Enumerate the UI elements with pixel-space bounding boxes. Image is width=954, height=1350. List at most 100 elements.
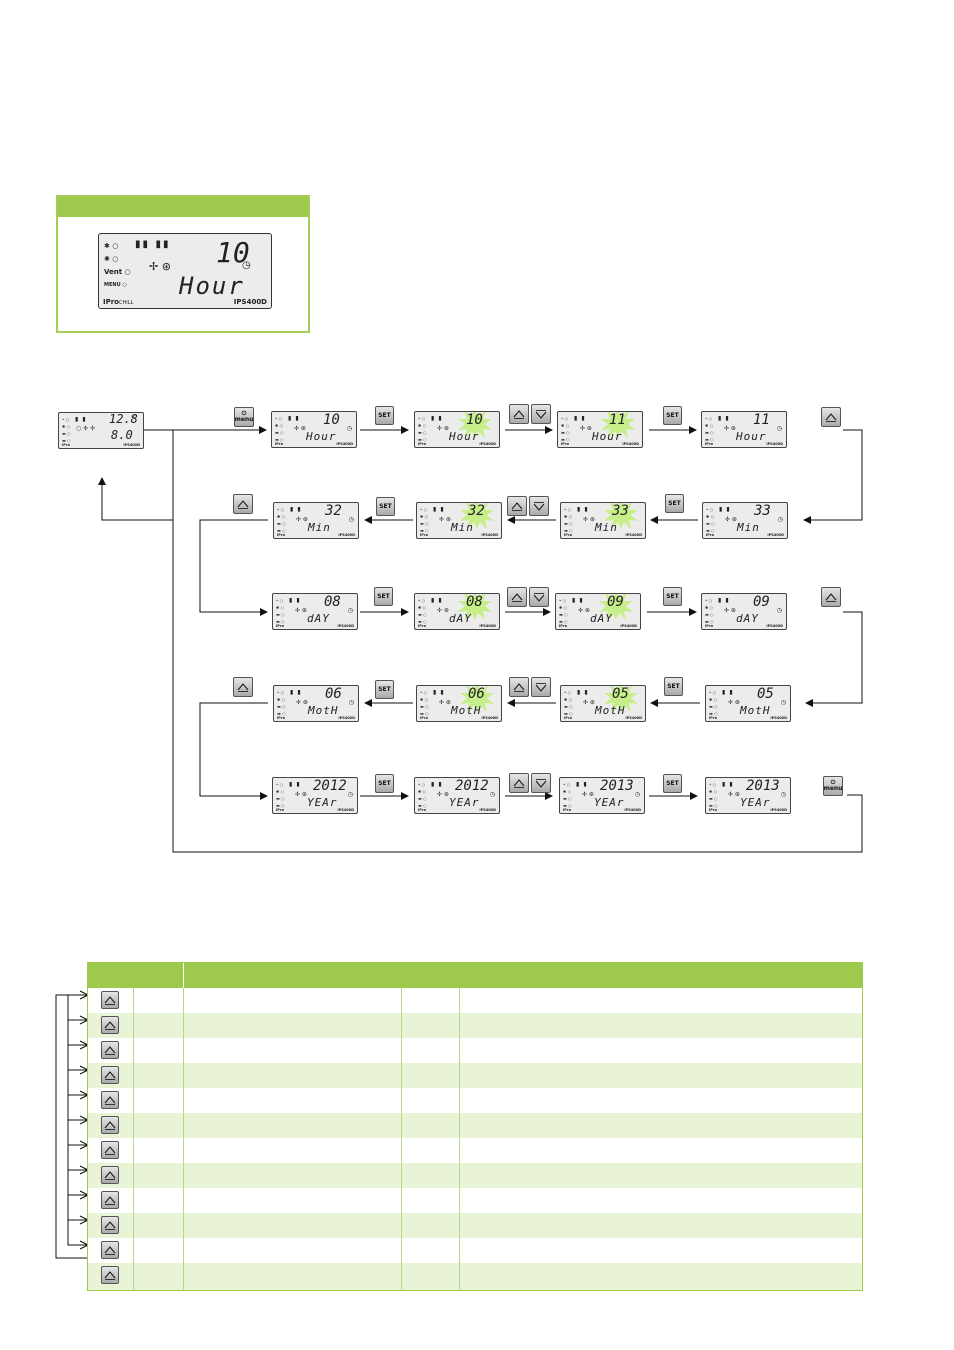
down-arrow-icon <box>533 501 545 511</box>
up-button[interactable] <box>101 1191 119 1209</box>
lcd-value: 32 <box>468 503 485 519</box>
lcd-unit: MotH <box>595 704 626 717</box>
lcd-value: 08 <box>466 594 483 610</box>
up-arrow-icon <box>104 995 116 1005</box>
lcd-unit: Hour <box>736 430 767 443</box>
set-button[interactable]: SET <box>663 406 682 425</box>
lcd-value: 2012 <box>455 778 489 794</box>
down-button[interactable] <box>529 496 549 516</box>
door-icons: ▮▮ ▮▮ <box>135 239 171 250</box>
lcd-unit: MotH <box>308 704 339 717</box>
up-arrow-icon <box>104 1145 116 1155</box>
up-button[interactable] <box>507 496 527 516</box>
up-button[interactable] <box>101 1016 119 1034</box>
set-button[interactable]: SET <box>375 406 394 425</box>
up-button[interactable] <box>101 1241 119 1259</box>
up-button[interactable] <box>233 677 253 697</box>
start-line1: 12.8 <box>109 412 138 426</box>
set-button[interactable]: SET <box>376 497 395 516</box>
blink-burst-icon <box>458 412 492 438</box>
lcd-value: 32 <box>325 503 342 519</box>
up-button[interactable] <box>101 1116 119 1134</box>
up-button[interactable] <box>101 1216 119 1234</box>
degree-label: °C <box>131 415 136 420</box>
up-arrow-icon <box>104 1070 116 1080</box>
lcd-unit: Min <box>737 521 760 534</box>
up-button[interactable] <box>101 1091 119 1109</box>
lcd-unit: YEAr <box>594 796 625 809</box>
blink-burst-icon <box>604 686 638 712</box>
table-row <box>88 1038 862 1063</box>
lcd-unit: Min <box>595 521 618 534</box>
up-button[interactable] <box>507 587 527 607</box>
lcd-unit: MotH <box>451 704 482 717</box>
lcd-value: 2013 <box>600 778 634 794</box>
up-button[interactable] <box>101 991 119 1009</box>
down-arrow-icon <box>535 409 547 419</box>
up-button[interactable] <box>101 1141 119 1159</box>
up-arrow-icon <box>104 1095 116 1105</box>
down-button[interactable] <box>529 587 549 607</box>
up-button[interactable] <box>101 1166 119 1184</box>
up-arrow-icon <box>237 499 249 509</box>
down-button[interactable] <box>531 404 551 424</box>
table-row <box>88 1013 862 1038</box>
up-button[interactable] <box>101 1266 119 1284</box>
up-button[interactable] <box>101 1041 119 1059</box>
lcd-unit: YEAr <box>449 796 480 809</box>
info-box: ✱ ○ ✺ ○ Vent ○ MENU ○ ▮▮ ▮▮ ✢ ⊛ 10 ◷ Hou… <box>56 195 310 333</box>
main-lcd-display: ✱ ○ ✺ ○ Vent ○ MENU ○ ▮▮ ▮▮ ✢ ⊛ 10 ◷ Hou… <box>98 233 272 309</box>
set-button[interactable]: SET <box>663 587 682 606</box>
lcd-unit: dAY <box>590 612 613 625</box>
up-button[interactable] <box>101 1066 119 1084</box>
up-button[interactable] <box>233 494 253 514</box>
down-button[interactable] <box>531 677 551 697</box>
up-arrow-icon <box>104 1195 116 1205</box>
set-button[interactable]: SET <box>374 587 393 606</box>
lcd-unit: Min <box>451 521 474 534</box>
set-button[interactable]: SET <box>663 774 682 793</box>
down-arrow-icon <box>535 778 547 788</box>
lcd-unit: Hour <box>306 430 337 443</box>
up-arrow-icon <box>513 409 525 419</box>
table-row <box>88 1113 862 1138</box>
set-button[interactable]: SET <box>664 677 683 696</box>
up-button[interactable] <box>509 773 529 793</box>
up-arrow-icon <box>513 682 525 692</box>
lcd-value: 05 <box>612 686 629 702</box>
lcd-value: 05 <box>757 686 774 702</box>
power-icon: ⏻ <box>241 410 247 417</box>
table-row <box>88 1238 862 1263</box>
up-arrow-icon <box>104 1120 116 1130</box>
up-button[interactable] <box>821 587 841 607</box>
table-header <box>88 963 862 988</box>
up-arrow-icon <box>511 501 523 511</box>
model-label: IPS400D <box>233 298 267 306</box>
set-button[interactable]: SET <box>375 680 394 699</box>
lcd-value: 08 <box>324 594 341 610</box>
lcd-value: 33 <box>612 503 629 519</box>
table-row <box>88 1138 862 1163</box>
lcd-value: 2013 <box>746 778 780 794</box>
lcd-unit: YEAr <box>307 796 338 809</box>
up-button[interactable] <box>509 677 529 697</box>
down-arrow-icon <box>533 592 545 602</box>
menu-button[interactable]: ⏻menu <box>823 776 843 796</box>
up-button[interactable] <box>509 404 529 424</box>
blink-burst-icon <box>599 594 633 620</box>
menu-button[interactable]: ⏻menu <box>234 407 254 427</box>
display-unit: Hour <box>179 272 245 300</box>
up-button[interactable] <box>821 407 841 427</box>
set-button[interactable]: SET <box>375 774 394 793</box>
set-button[interactable]: SET <box>665 494 684 513</box>
down-button[interactable] <box>531 773 551 793</box>
